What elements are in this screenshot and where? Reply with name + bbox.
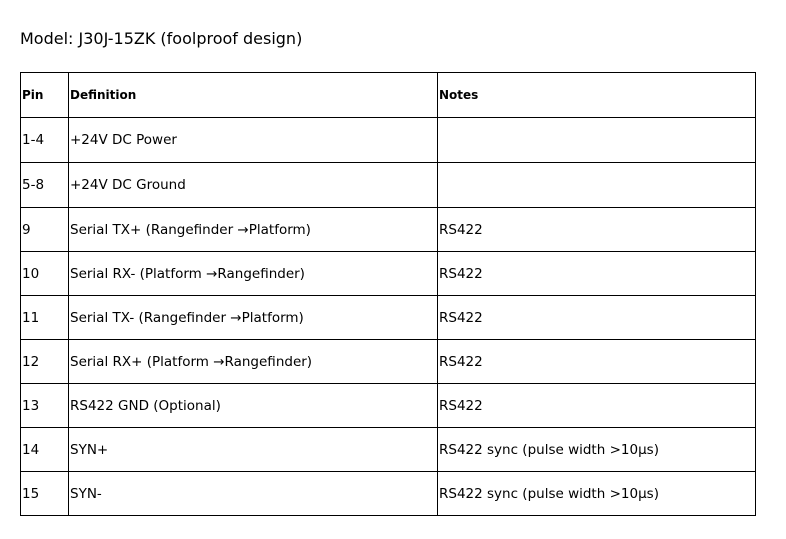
- notes-cell: RS422 sync (pulse width >10μs): [437, 427, 756, 472]
- pin-cell: 15: [20, 471, 69, 516]
- definition-cell: Serial RX+ (Platform →Rangefinder): [68, 339, 438, 384]
- table-row: 11 Serial TX- (Rangefinder →Platform) RS…: [20, 295, 756, 340]
- pin-cell: 14: [20, 427, 69, 472]
- document-title: Model: J30J-15ZK (foolproof design): [20, 29, 303, 48]
- table-row: 1-4 +24V DC Power: [20, 117, 756, 163]
- definition-cell: SYN-: [68, 471, 438, 516]
- definition-cell: Serial TX- (Rangefinder →Platform): [68, 295, 438, 340]
- table-row: 12 Serial RX+ (Platform →Rangefinder) RS…: [20, 339, 756, 384]
- header-definition: Definition: [68, 72, 438, 118]
- definition-cell: +24V DC Ground: [68, 162, 438, 208]
- notes-cell: RS422: [437, 339, 756, 384]
- definition-cell: +24V DC Power: [68, 117, 438, 163]
- table-row: 14 SYN+ RS422 sync (pulse width >10μs): [20, 427, 756, 472]
- table-row: 10 Serial RX- (Platform →Rangefinder) RS…: [20, 251, 756, 296]
- header-notes: Notes: [437, 72, 756, 118]
- notes-cell: RS422 sync (pulse width >10μs): [437, 471, 756, 516]
- notes-cell: RS422: [437, 207, 756, 252]
- definition-cell: Serial RX- (Platform →Rangefinder): [68, 251, 438, 296]
- table-row: 13 RS422 GND (Optional) RS422: [20, 383, 756, 428]
- definition-cell: SYN+: [68, 427, 438, 472]
- table-row: 15 SYN- RS422 sync (pulse width >10μs): [20, 471, 756, 516]
- table-row: 9 Serial TX+ (Rangefinder →Platform) RS4…: [20, 207, 756, 252]
- definition-cell: Serial TX+ (Rangefinder →Platform): [68, 207, 438, 252]
- pin-cell: 13: [20, 383, 69, 428]
- header-pin: Pin: [20, 72, 69, 118]
- pin-definition-table: Pin Definition Notes 1-4 +24V DC Power 5…: [20, 72, 756, 516]
- pin-cell: 1-4: [20, 117, 69, 163]
- pin-cell: 11: [20, 295, 69, 340]
- pin-cell: 5-8: [20, 162, 69, 208]
- table-header-row: Pin Definition Notes: [20, 72, 756, 118]
- pin-cell: 10: [20, 251, 69, 296]
- notes-cell: RS422: [437, 295, 756, 340]
- table-row: 5-8 +24V DC Ground: [20, 162, 756, 208]
- pin-cell: 12: [20, 339, 69, 384]
- notes-cell: [437, 117, 756, 163]
- definition-cell: RS422 GND (Optional): [68, 383, 438, 428]
- notes-cell: [437, 162, 756, 208]
- notes-cell: RS422: [437, 383, 756, 428]
- notes-cell: RS422: [437, 251, 756, 296]
- pin-cell: 9: [20, 207, 69, 252]
